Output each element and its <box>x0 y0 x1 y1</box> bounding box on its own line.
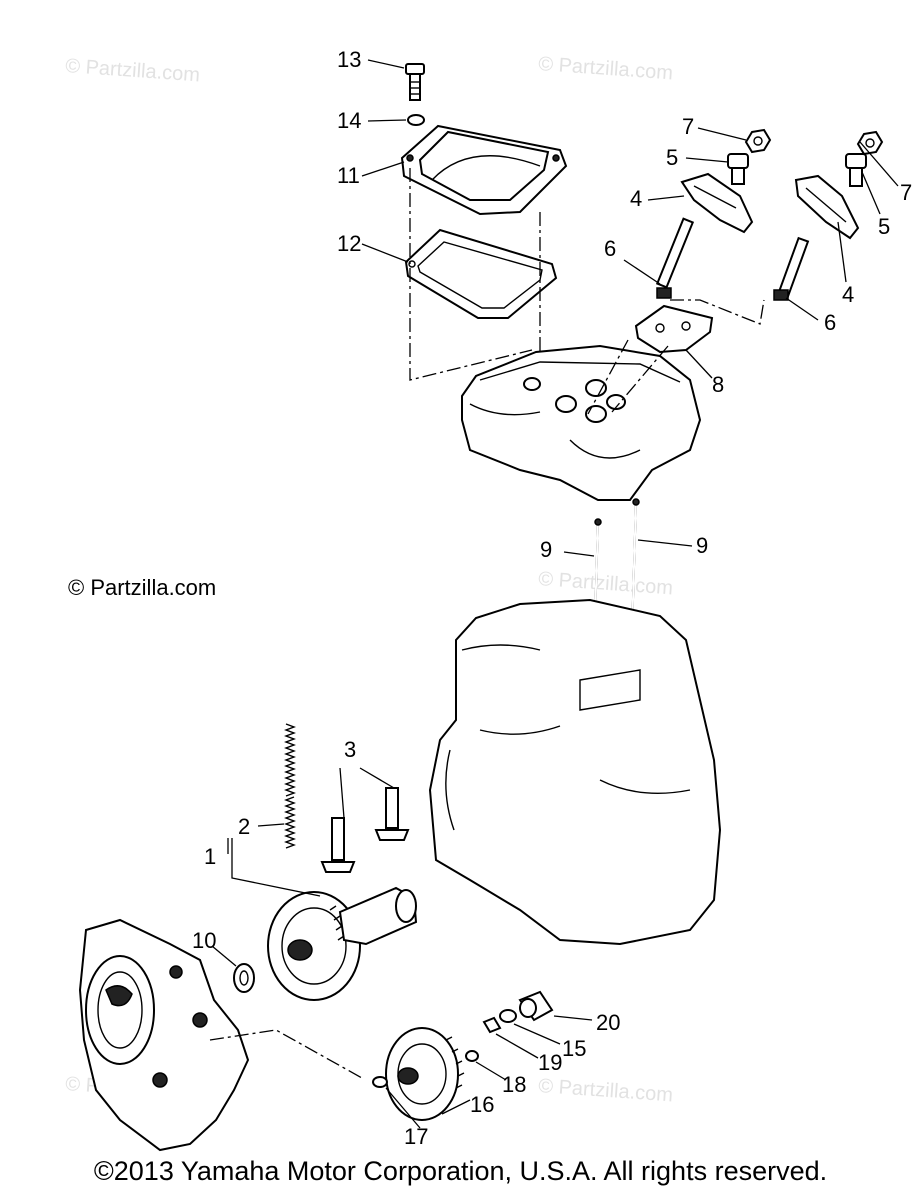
callout-5a: 5 <box>666 145 678 170</box>
rocker-guide-8 <box>587 304 714 415</box>
callout-17: 17 <box>404 1124 428 1149</box>
callout-5b: 5 <box>878 214 890 239</box>
callout-4a: 4 <box>630 186 642 211</box>
gasket-12 <box>404 228 558 319</box>
washer-15 <box>499 1009 517 1023</box>
pivot-5a <box>727 153 749 185</box>
rocker-stud-6a <box>655 217 695 299</box>
callout-11: 11 <box>337 163 360 188</box>
callout-7a: 7 <box>682 114 694 139</box>
callout-19: 19 <box>538 1050 562 1075</box>
callout-18: 18 <box>502 1072 526 1097</box>
callout-2: 2 <box>238 814 250 839</box>
callout-4b: 4 <box>842 282 854 307</box>
shaft-20 <box>518 990 554 1022</box>
watermark: © Partzilla.com <box>65 55 201 86</box>
rocker-arm-4a <box>680 172 754 234</box>
washer-17 <box>372 1076 388 1088</box>
watermark: © Partzilla.com <box>538 568 674 599</box>
watermark: © Partzilla.com <box>538 53 674 84</box>
rocker-arm-4b <box>794 174 860 240</box>
valve-cover-11 <box>400 124 568 216</box>
callout-12: 12 <box>337 231 361 256</box>
crankcase-cover <box>78 918 250 1152</box>
watermark: © Partzilla.com <box>538 1075 674 1106</box>
nut-7b <box>856 130 884 156</box>
callout-6a: 6 <box>604 236 616 261</box>
callout-16: 16 <box>470 1092 494 1117</box>
tappet-3b <box>374 787 410 841</box>
bolt-13 <box>405 63 425 101</box>
rocker-stud-6b <box>773 236 810 301</box>
camshaft-1 <box>267 886 418 1001</box>
governor-gear-16 <box>385 1027 465 1121</box>
crankcase <box>428 598 722 946</box>
clip-19 <box>482 1016 502 1034</box>
partzilla-watermark: © Partzilla.com <box>68 575 217 600</box>
spring-2 <box>284 723 296 849</box>
callout-6b: 6 <box>824 310 836 335</box>
washer-10 <box>233 963 255 993</box>
tappet-3a <box>320 817 356 873</box>
pivot-5b <box>845 153 867 187</box>
nut-7a <box>744 128 772 154</box>
cylinder-head <box>461 344 702 501</box>
washer-14 <box>407 114 425 126</box>
callout-14: 14 <box>337 108 361 133</box>
callout-8: 8 <box>712 372 724 397</box>
callout-10: 10 <box>192 928 216 953</box>
callout-13: 13 <box>337 47 361 72</box>
callout-9b: 9 <box>696 533 708 558</box>
washer-18 <box>465 1050 479 1062</box>
callout-1: 1 <box>204 844 216 869</box>
callout-20: 20 <box>596 1010 620 1035</box>
callout-7b: 7 <box>900 180 912 205</box>
callout-9a: 9 <box>540 537 552 562</box>
callout-3: 3 <box>344 737 356 762</box>
callout-15: 15 <box>562 1036 586 1061</box>
leader-lines <box>211 59 899 1129</box>
copyright-notice: ©2013 Yamaha Motor Corporation, U.S.A. A… <box>93 1156 828 1186</box>
